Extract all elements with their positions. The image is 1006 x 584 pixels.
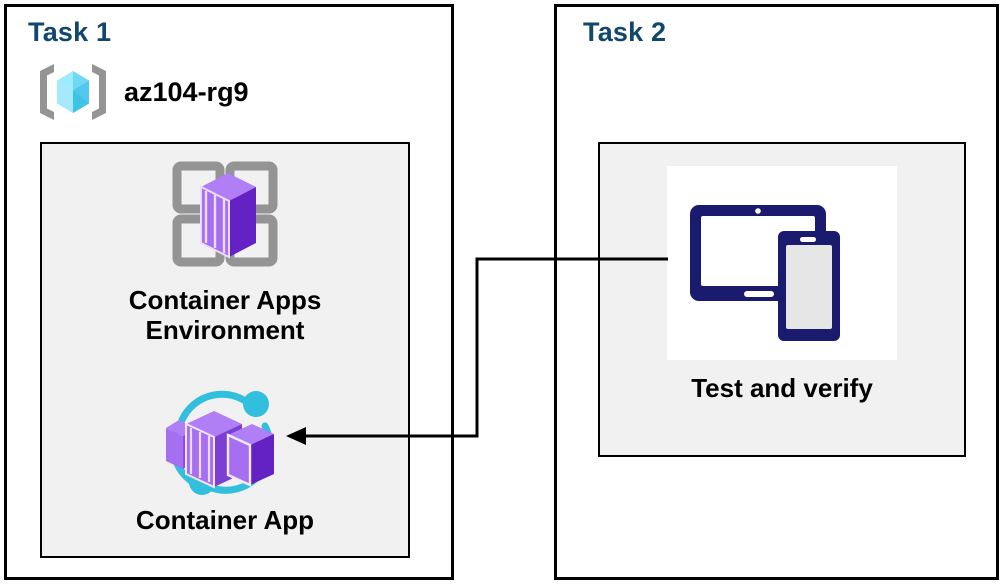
node-container-app: Container App <box>42 382 408 536</box>
task-2-inner-box: Test and verify <box>598 142 966 457</box>
task-2-title: Task 2 <box>583 17 667 47</box>
node-container-apps-environment-label: Container Apps Environment <box>128 285 322 345</box>
devices-image-plate <box>667 166 897 360</box>
node-test-and-verify: Test and verify <box>600 166 964 404</box>
container-apps-environment-icon <box>161 158 289 280</box>
task-1-title: Task 1 <box>28 17 112 47</box>
resource-group-name: az104-rg9 <box>124 76 249 107</box>
azure-resource-group-icon <box>36 60 110 124</box>
task-1-inner-box: Container Apps Environment <box>40 142 410 558</box>
resource-group-header: az104-rg9 <box>36 60 249 124</box>
devices-tablet-phone-icon <box>682 183 882 343</box>
node-container-apps-environment: Container Apps Environment <box>42 158 408 345</box>
node-test-and-verify-label: Test and verify <box>691 373 873 403</box>
container-app-icon <box>152 382 298 500</box>
node-container-app-label: Container App <box>135 505 315 535</box>
